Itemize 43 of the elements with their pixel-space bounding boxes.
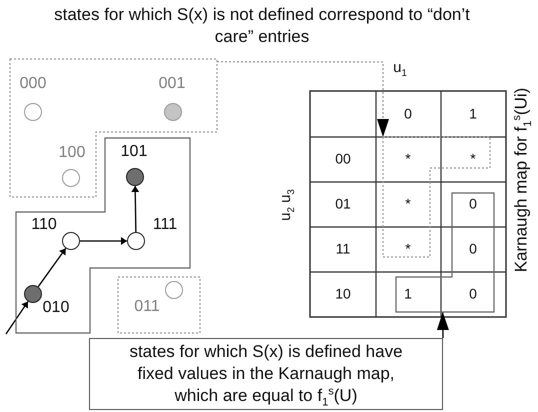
cell-value: *: [470, 151, 476, 167]
column-header: 1: [469, 106, 477, 122]
arrow: [80, 237, 127, 245]
row-header: 10: [335, 286, 351, 302]
state-circle: [164, 103, 182, 121]
arrow: [38, 248, 66, 288]
row-header: 11: [336, 241, 350, 257]
cell-value: *: [405, 196, 411, 212]
region-outline: [396, 193, 494, 312]
dotted-region-outline: [383, 137, 490, 257]
cell-value: *: [405, 241, 411, 257]
column-variable-label: u$_{1}$: [393, 60, 407, 76]
state-label: 100: [58, 144, 86, 162]
state-label: 000: [20, 75, 46, 93]
state-circle: [126, 168, 144, 186]
row-header: 00: [335, 151, 351, 167]
state-circle: [127, 232, 145, 250]
state-label: 001: [158, 75, 186, 93]
arrow: [131, 186, 140, 232]
note-text: states for which S(x) is defined have fixed values in the Karnaugh map, which are equal to f$_{1}$$^{s}$(U): [128, 340, 404, 408]
state-label: 010: [42, 299, 70, 317]
state-circle: [24, 285, 42, 303]
state-label: 111: [152, 216, 178, 234]
state-label: 110: [31, 216, 57, 234]
state-circle: [165, 281, 183, 299]
arrow: [436, 312, 449, 338]
state-circle: [62, 169, 80, 187]
arrow: [217, 61, 389, 137]
dotted-region-outline: [118, 277, 200, 333]
state-label: 011: [134, 298, 160, 316]
state-label: 101: [120, 143, 148, 161]
arrow: [5, 301, 28, 334]
state-circle: [62, 232, 80, 250]
cell-value: 0: [469, 286, 477, 302]
cell-value: *: [405, 151, 411, 167]
cell-value: 0: [469, 241, 477, 257]
cell-value: 0: [469, 196, 477, 212]
cell-value: 1: [404, 286, 412, 302]
state-circle: [24, 103, 42, 121]
annotation-text: states for which S(x) is not defined correspond to “don’t care” entries: [53, 4, 471, 48]
row-header: 01: [335, 196, 351, 212]
column-header: 0: [404, 106, 412, 122]
note-box: [89, 338, 443, 410]
